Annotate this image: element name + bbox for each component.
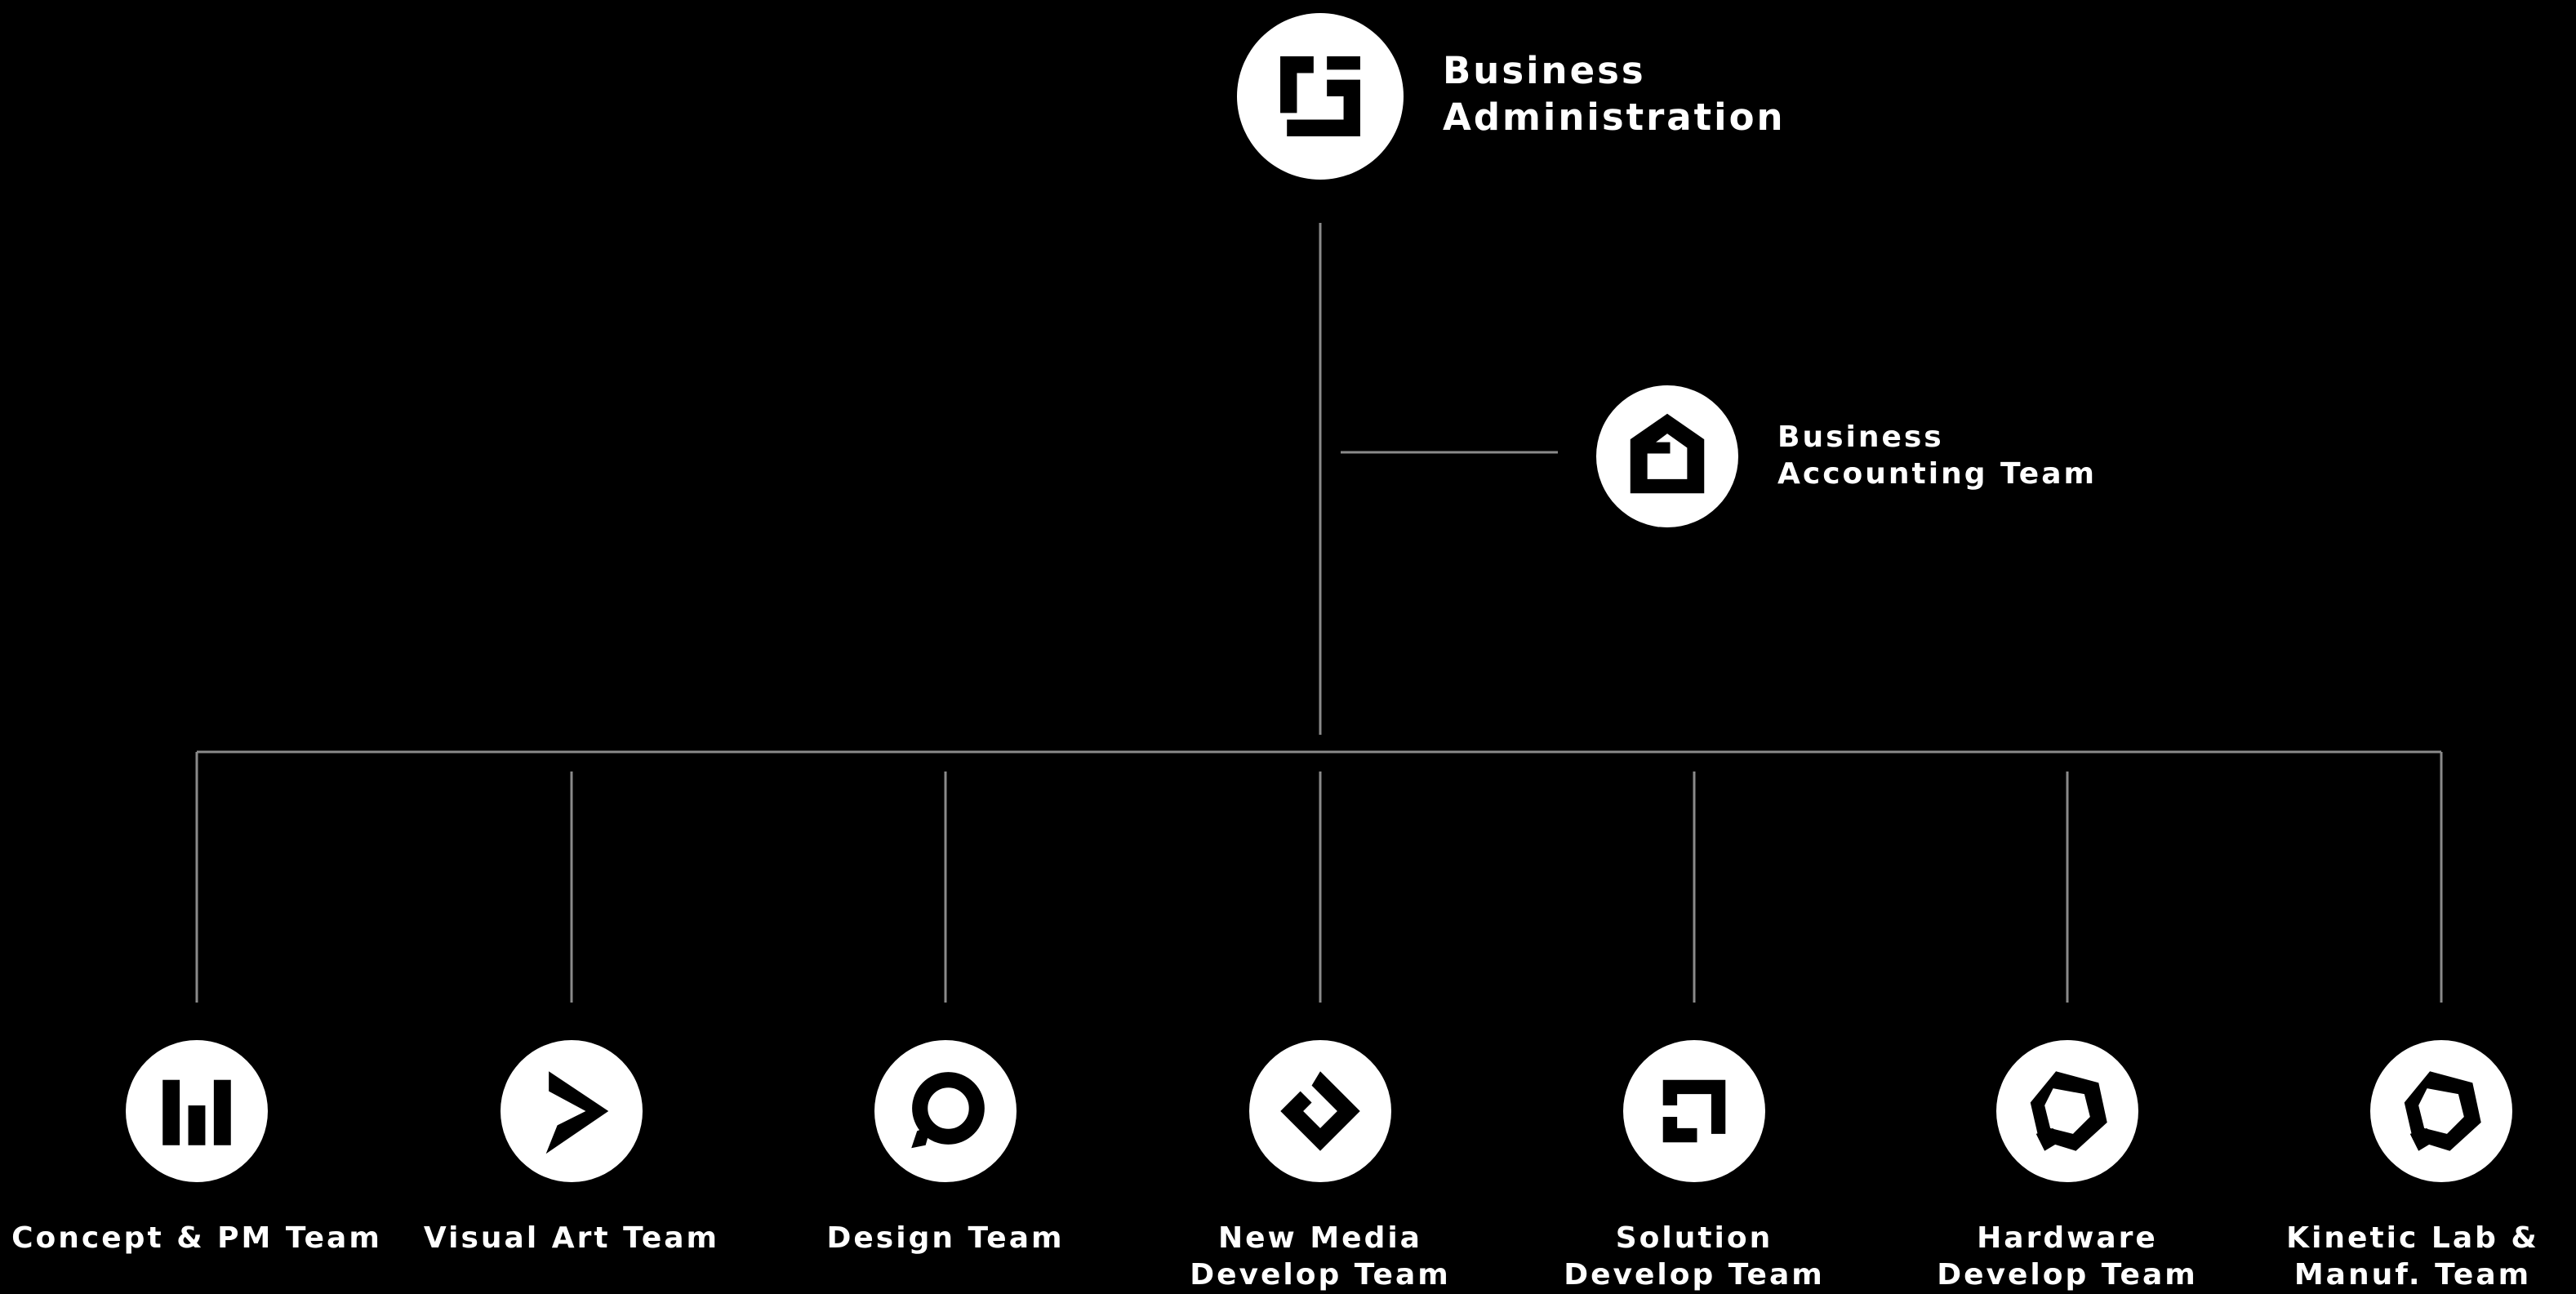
play-icon [501,1040,643,1182]
team-label-hardware: Hardware Develop Team [1880,1220,2255,1293]
team-label-line1: Visual Art Team [423,1221,720,1255]
team-label-line1: Design Team [826,1221,1065,1255]
business-administration-icon [1237,13,1404,180]
team-label-line1: Concept & PM Team [11,1221,382,1255]
team-label-line2: Develop Team [1190,1258,1451,1292]
team-label-line1: Solution [1615,1221,1773,1255]
team-label-concept-pm: Concept & PM Team [9,1220,385,1256]
search-circle-icon [874,1040,1017,1182]
business-accounting-team-label: Business Accounting Team [1777,419,2097,492]
team-label-visual-art: Visual Art Team [384,1220,759,1256]
team-label-line1: Hardware [1977,1221,2158,1255]
team-label-line1: Kinetic Lab & [2286,1221,2539,1255]
diamond-icon [1249,1040,1391,1182]
hexagon-icon [1996,1040,2138,1182]
hexagon-icon [2370,1040,2512,1182]
business-accounting-team-label-line2: Accounting Team [1777,457,2098,491]
team-label-new-media: New Media Develop Team [1132,1220,1508,1293]
business-accounting-team-label-line1: Business [1777,420,1944,454]
team-label-kinetic-lab: Kinetic Lab & Manuf. Team [2253,1220,2572,1293]
team-label-line2: Develop Team [1937,1258,2198,1292]
business-administration-label: Business Administration [1443,47,1786,140]
house-icon [1596,385,1738,527]
business-administration-label-line1: Business [1443,49,1646,92]
team-label-line2: Manuf. Team [2293,1258,2532,1292]
team-label-solution: Solution Develop Team [1506,1220,1882,1293]
bar-chart-icon [126,1040,268,1182]
team-label-line2: Develop Team [1564,1258,1825,1292]
team-label-line1: New Media [1218,1221,1422,1255]
business-administration-label-line2: Administration [1443,96,1786,139]
team-label-design: Design Team [758,1220,1133,1256]
bracket-square-icon [1623,1040,1765,1182]
